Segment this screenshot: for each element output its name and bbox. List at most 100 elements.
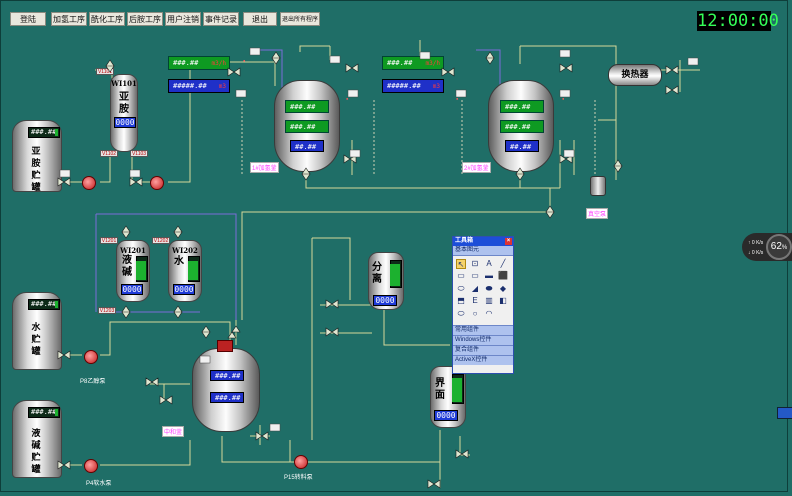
flow-panel-1: ###.##m3/h	[168, 56, 230, 70]
toolbox-titlebar[interactable]: 工具箱 ×	[453, 237, 513, 246]
tool-line-icon[interactable]: ╱	[500, 259, 506, 268]
tool-bar-icon[interactable]: ▬	[485, 271, 493, 281]
valve-tag-v1101: V1101	[96, 68, 114, 75]
interface-display: 0000	[434, 410, 458, 421]
tool-pipe-icon[interactable]: ⬒	[457, 296, 465, 306]
tool-select-icon[interactable]: ↖	[456, 259, 466, 269]
imine-storage-label: 亚胺贮罐	[31, 147, 41, 193]
wi101-id: WI101	[111, 79, 137, 88]
toolbox-section-common[interactable]: 常用组件	[453, 325, 513, 335]
tool-capsule-icon[interactable]: ⬭	[457, 308, 465, 318]
tool-text-icon[interactable]: A	[486, 259, 492, 268]
toolbox-section-activex[interactable]: ActiveX控件	[453, 355, 513, 365]
neutralization-row-2: ###.##	[210, 392, 244, 403]
tool-button-icon[interactable]: ◧	[499, 296, 507, 306]
toolbox-title: 工具箱	[455, 238, 474, 244]
tool-label-icon[interactable]: Ε	[472, 296, 478, 306]
wi202-name: 水	[174, 256, 184, 267]
neutralization-label: 中和釜	[162, 426, 185, 437]
imine-storage-gauge: ###.##	[28, 127, 60, 138]
upload-speed: ↑ 0 K/s	[748, 240, 764, 246]
side-collapse-tab[interactable]	[777, 407, 792, 419]
total-panel-1: #####.##m3	[168, 79, 230, 93]
toolbox-close-button[interactable]: ×	[505, 238, 512, 245]
reactor-2-row-2: ###.##	[500, 120, 544, 133]
wi202-display: 0000	[173, 284, 195, 295]
wi101-tank[interactable]	[110, 74, 138, 152]
tool-circle-icon[interactable]: ○	[472, 308, 478, 318]
pump-p4[interactable]	[84, 459, 98, 473]
memory-usage-circle[interactable]: 62%	[766, 234, 792, 260]
toolbox-grid: ↖ ⊡ A ╱ ▭ ▭ ▬ ⬛ ⬭ ◢ ⬬ ◆ ⬒ Ε ▥ ◧ ⬭ ○ ◠	[453, 256, 513, 322]
pump-p8[interactable]	[84, 350, 98, 364]
lye-storage-gauge: ###.##	[28, 407, 60, 418]
tool-empty-icon	[498, 309, 508, 319]
reactor-2-row-3: ##.##	[505, 140, 539, 152]
tool-triangle-icon[interactable]: ◢	[471, 283, 479, 293]
pump-p15-label: P15转料泵	[284, 475, 313, 481]
wi201-id: WI201	[120, 246, 146, 255]
separator-name: 分离	[372, 262, 382, 285]
reactor-2-row-1: ###.##	[500, 100, 544, 113]
wi201-level	[136, 256, 148, 282]
valve-tag-v1103: V1103	[130, 150, 148, 157]
vacuum-pump-label: 真空泵	[586, 208, 609, 219]
wi101-name: 亚胺	[119, 92, 129, 115]
wi202-level	[188, 256, 200, 282]
valve-tag-v1202: V1202	[152, 237, 170, 244]
tool-region-icon[interactable]: ⊡	[471, 259, 479, 268]
reactor-1-row-3: ##.##	[290, 140, 324, 152]
pump-p8-label: P8乙醇泵	[80, 379, 106, 385]
tool-rect2-icon[interactable]: ▭	[471, 271, 479, 281]
interface-name: 界面	[435, 378, 445, 401]
tool-rect-icon[interactable]: ▭	[457, 271, 465, 281]
lye-storage-label: 液碱贮罐	[31, 429, 41, 475]
pump-p4-label: P4软水泵	[86, 481, 112, 487]
valve-tag-v1102: V1102	[100, 150, 118, 157]
valve-tag-v1201: V1201	[100, 237, 118, 244]
hydrogenation-button[interactable]: 加氢工序	[51, 12, 87, 26]
logout-button[interactable]: 用户注销	[165, 12, 201, 26]
post-amine-button[interactable]: 后胺工序	[127, 12, 163, 26]
tool-diamond-icon[interactable]: ◆	[499, 283, 507, 293]
tool-image-icon[interactable]: ▥	[485, 296, 493, 306]
exit-button[interactable]: 退出	[243, 12, 277, 26]
toolbox-section-windows[interactable]: Windows控件	[453, 335, 513, 345]
toolbox-window[interactable]: 工具箱 × 基本图元 ↖ ⊡ A ╱ ▭ ▭ ▬ ⬛ ⬭ ◢ ⬬ ◆ ⬒ Ε ▥…	[452, 236, 514, 374]
wi201-display: 0000	[121, 284, 143, 295]
neutralization-reactor[interactable]	[192, 348, 260, 432]
reactor-2-label: 2#加氢釜	[462, 162, 491, 173]
separator-level	[390, 260, 402, 288]
flow-panel-2: ###.##m3/h	[382, 56, 444, 70]
water-storage-label: 水贮罐	[31, 323, 41, 357]
reactor-1-row-1: ###.##	[285, 100, 329, 113]
tool-ellipse-icon[interactable]: ⬭	[457, 283, 465, 293]
wi201-name: 液碱	[122, 255, 132, 278]
total-panel-2: #####.##m3	[382, 79, 444, 93]
tool-rounded-icon[interactable]: ⬬	[485, 283, 493, 293]
interface-level	[452, 374, 464, 404]
toolbox-section-basic[interactable]: 基本图元	[453, 246, 513, 256]
pump-wi101[interactable]	[150, 176, 164, 190]
event-log-button[interactable]: 事件记录	[203, 12, 239, 26]
tool-fill-icon[interactable]: ⬛	[498, 271, 508, 281]
system-clock: 12:00:00	[697, 11, 779, 31]
pump-imine-storage[interactable]	[82, 176, 96, 190]
exit-all-button[interactable]: 退出所有程序	[280, 12, 320, 26]
water-storage-gauge: ###.##	[28, 299, 60, 310]
reactor-1-label: 1#加氢釜	[250, 162, 279, 173]
valve-tag-v1203: V1203	[98, 307, 116, 314]
pump-p15[interactable]	[294, 455, 308, 469]
separator-display: 0000	[373, 295, 397, 306]
wi202-id: WI202	[172, 246, 198, 255]
download-speed: ↓ 0 K/s	[748, 250, 764, 256]
agitator-motor[interactable]	[217, 340, 233, 352]
acylation-button[interactable]: 酰化工序	[89, 12, 125, 26]
heat-exchanger[interactable]: 换热器	[608, 64, 662, 86]
tool-arc-icon[interactable]: ◠	[485, 308, 493, 318]
toolbox-section-composite[interactable]: 复合组件	[453, 345, 513, 355]
neutralization-row-1: ###.##	[210, 370, 244, 381]
vacuum-pump[interactable]	[590, 176, 606, 196]
login-button[interactable]: 登陆	[10, 12, 46, 26]
wi101-display: 0000	[114, 117, 136, 128]
